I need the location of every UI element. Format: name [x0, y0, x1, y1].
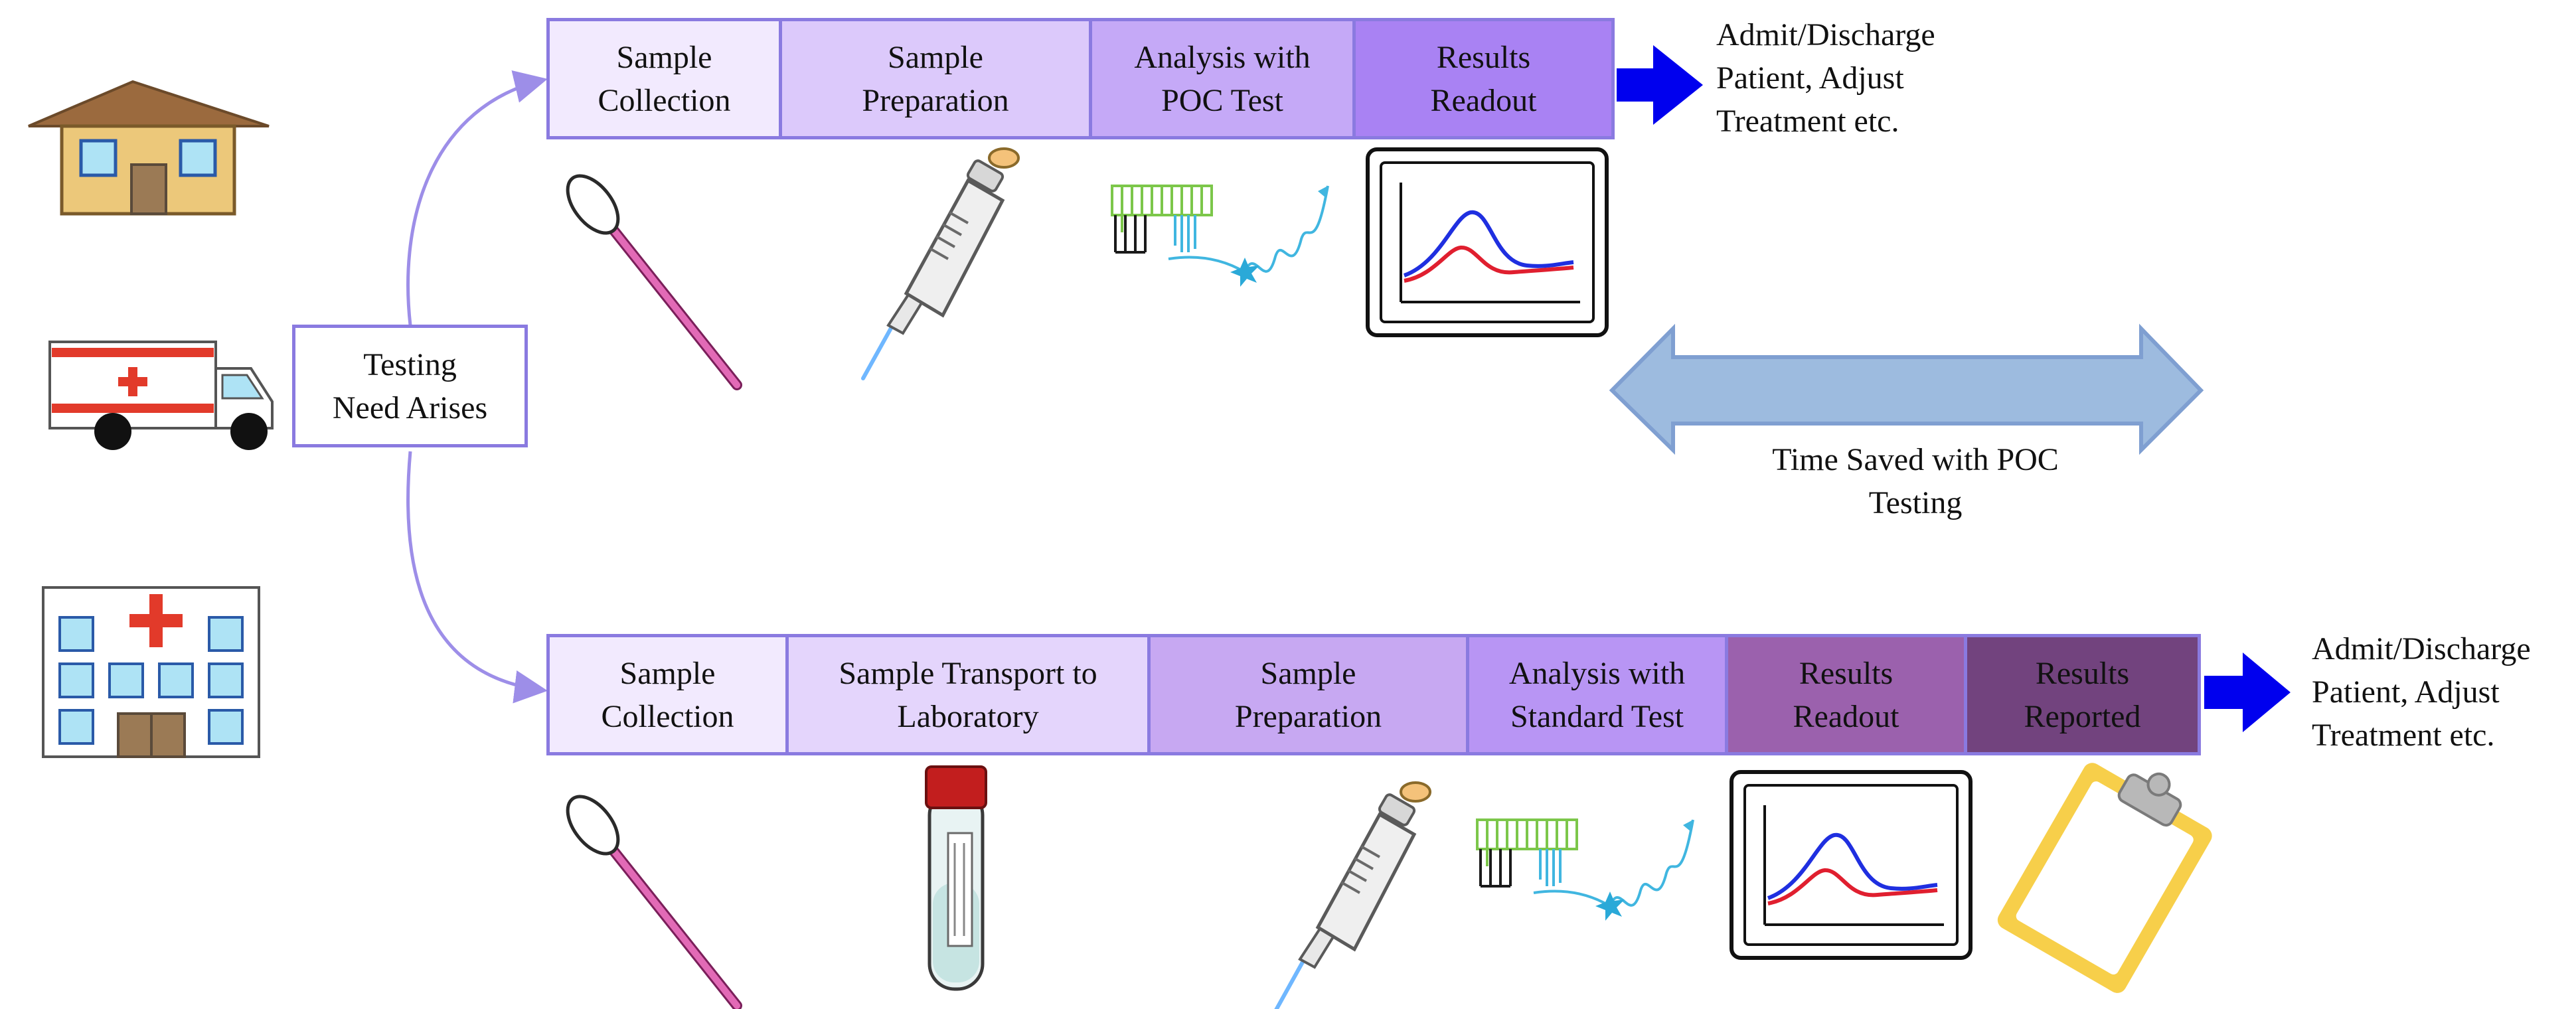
standard-step-label: Analysis with Standard Test — [1508, 655, 1686, 734]
standard-swab-icon — [558, 787, 737, 1006]
standard-pipette-icon — [1275, 783, 1430, 1009]
poc-assay-signal-icon — [1111, 185, 1329, 288]
standard-step-analysis: Analysis with Standard Test — [1466, 634, 1725, 755]
ambulance-icon — [48, 341, 274, 450]
standard-step-sample-transport: Sample Transport to Laboratory — [785, 634, 1147, 755]
standard-step-label: Sample Transport to Laboratory — [839, 655, 1097, 734]
standard-step-sample-preparation: Sample Preparation — [1147, 634, 1466, 755]
poc-step-label: Analysis with POC Test — [1134, 39, 1311, 118]
poc-step-results-readout: Results Readout — [1352, 18, 1615, 139]
poc-step-label: Results Readout — [1430, 39, 1537, 118]
time-saved-arrow — [1609, 323, 2204, 455]
poc-swab-icon — [558, 167, 737, 385]
house-icon — [28, 80, 270, 216]
hospital-icon — [42, 586, 260, 758]
poc-pipette-icon — [863, 149, 1018, 378]
poc-step-sample-collection: Sample Collection — [546, 18, 779, 139]
standard-step-results-reported: Results Reported — [1964, 634, 2201, 755]
connector-to-poc — [406, 70, 548, 326]
standard-outcome-text: Admit/Discharge Patient, Adjust Treatmen… — [2312, 631, 2531, 753]
standard-step-label: Results Readout — [1793, 655, 1899, 734]
clipboard-icon — [1997, 763, 2212, 993]
standard-outcome-arrow — [2204, 653, 2291, 732]
poc-step-analysis: Analysis with POC Test — [1089, 18, 1352, 139]
poc-step-sample-preparation: Sample Preparation — [779, 18, 1089, 139]
standard-step-label: Sample Collection — [601, 655, 734, 734]
testing-need-label: Testing Need Arises — [332, 347, 488, 426]
time-saved-label: Time Saved with POC Testing — [1772, 442, 2059, 520]
standard-assay-signal-icon — [1476, 818, 1694, 922]
standard-step-results-readout: Results Readout — [1725, 634, 1964, 755]
blood-tube-icon — [925, 765, 987, 991]
connector-to-standard — [406, 451, 548, 704]
poc-monitor-graph-icon — [1368, 149, 1607, 335]
testing-need-box: Testing Need Arises — [292, 325, 528, 447]
poc-outcome-arrow — [1617, 45, 1703, 125]
standard-step-label: Results Reported — [2024, 655, 2141, 734]
standard-step-label: Sample Preparation — [1234, 655, 1382, 734]
poc-step-label: Sample Collection — [598, 39, 731, 118]
standard-monitor-graph-icon — [1731, 772, 1971, 958]
poc-step-label: Sample Preparation — [862, 39, 1009, 118]
standard-step-sample-collection: Sample Collection — [546, 634, 785, 755]
poc-outcome-text: Admit/Discharge Patient, Adjust Treatmen… — [1716, 17, 1935, 139]
